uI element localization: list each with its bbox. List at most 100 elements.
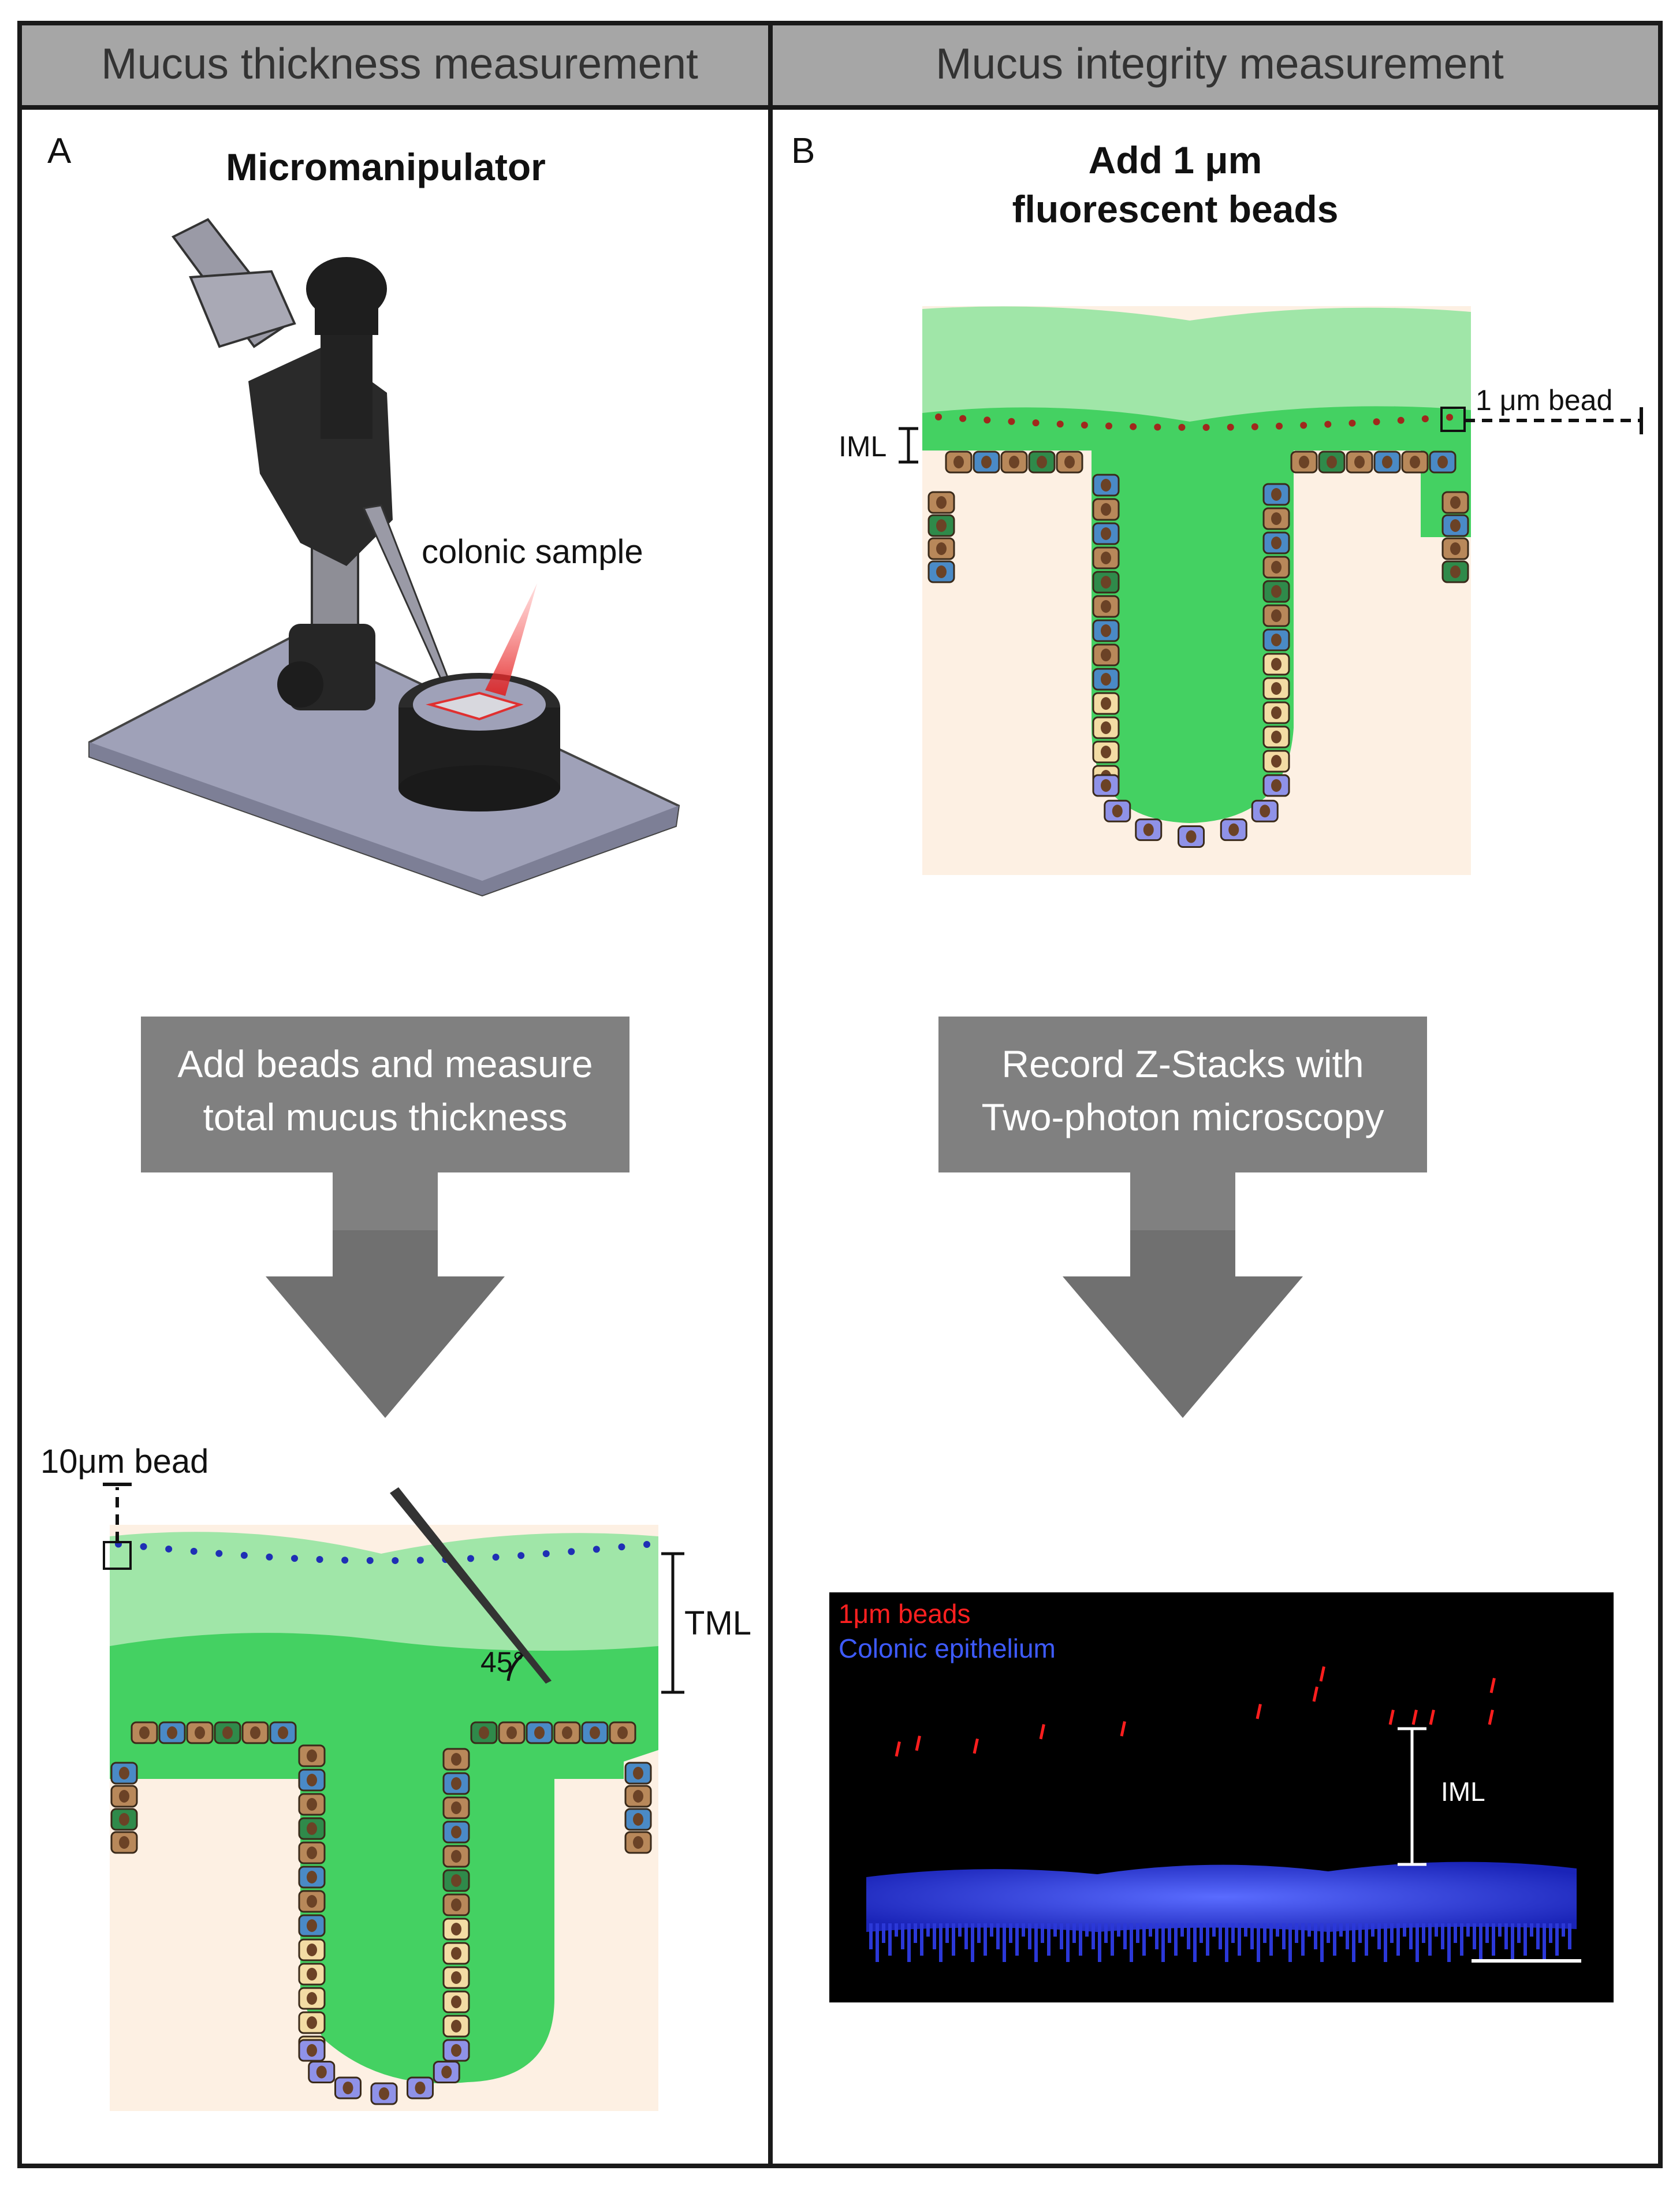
arrow-b-line1: Record Z-Stacks with bbox=[1001, 1043, 1364, 1085]
angle-label: 45° bbox=[480, 1646, 524, 1678]
cell-nucleus bbox=[1437, 456, 1448, 468]
cell-nucleus bbox=[1101, 673, 1111, 686]
epithelium-villus bbox=[1257, 1923, 1260, 1962]
epithelium-villus bbox=[1549, 1923, 1552, 1943]
epithelium-villus bbox=[1219, 1923, 1222, 1949]
bead-dot-red bbox=[1203, 424, 1210, 431]
tml-bracket bbox=[661, 1554, 684, 1692]
epithelium-villus bbox=[1180, 1923, 1184, 1937]
bead-dot-red bbox=[1276, 423, 1283, 430]
panel-b-title-line2: fluorescent beads bbox=[1012, 188, 1339, 230]
arrow-a-line2: total mucus thickness bbox=[203, 1096, 568, 1138]
bead-dot-blue bbox=[593, 1546, 600, 1553]
colonic-sample-label: colonic sample bbox=[422, 533, 643, 571]
epithelium-villus bbox=[1022, 1923, 1025, 1937]
epithelium-villus bbox=[1136, 1923, 1139, 1943]
epithelium-villus bbox=[1250, 1923, 1254, 1949]
cell-nucleus bbox=[451, 1996, 461, 2008]
epithelium-surface bbox=[866, 1862, 1577, 1932]
epithelium-villus bbox=[1308, 1923, 1311, 1937]
bead-dot-red bbox=[1324, 421, 1331, 428]
cell-nucleus bbox=[1101, 552, 1111, 564]
epithelium-villus bbox=[1034, 1923, 1038, 1962]
epithelium-villus bbox=[869, 1923, 873, 1949]
arrow-a-line1: Add beads and measure bbox=[177, 1043, 593, 1085]
epithelium-villus bbox=[1206, 1923, 1209, 1956]
cell-nucleus bbox=[1410, 456, 1420, 468]
epithelium-villus bbox=[1498, 1923, 1502, 1937]
cell-nucleus bbox=[307, 1895, 317, 1908]
epithelium-villus bbox=[1422, 1923, 1425, 1943]
bead-dot-red bbox=[1154, 424, 1161, 431]
cell-nucleus bbox=[633, 1836, 643, 1849]
cell-nucleus bbox=[307, 1919, 317, 1932]
cell-nucleus bbox=[1271, 609, 1282, 622]
epithelium-villus bbox=[1009, 1923, 1012, 1943]
cell-nucleus bbox=[1143, 824, 1154, 836]
cell-nucleus bbox=[1101, 527, 1111, 540]
epithelium-villus bbox=[1060, 1923, 1063, 1949]
cell-nucleus bbox=[451, 1923, 461, 1935]
epithelium-villus bbox=[958, 1923, 962, 1937]
bead-dot-blue bbox=[643, 1541, 650, 1548]
cell-nucleus bbox=[307, 1968, 317, 1980]
cell-nucleus bbox=[1450, 519, 1461, 532]
epithelium-villus bbox=[1435, 1923, 1438, 1937]
epithelium-villus bbox=[1523, 1923, 1527, 1956]
epithelium-villus bbox=[996, 1923, 1000, 1949]
bead-dot-blue bbox=[316, 1556, 323, 1563]
cell-nucleus bbox=[1271, 585, 1282, 598]
cell-nucleus bbox=[1009, 456, 1019, 468]
epithelium-villus bbox=[971, 1923, 974, 1962]
epithelium-villus bbox=[1130, 1923, 1133, 1962]
epithelium-villus bbox=[1511, 1923, 1514, 1962]
cell-nucleus bbox=[936, 496, 947, 509]
bead-label-a: 10μm bead bbox=[40, 1443, 208, 1480]
epithelium-villus bbox=[907, 1923, 911, 1962]
cell-nucleus bbox=[1101, 697, 1111, 710]
bead-dot-blue bbox=[165, 1546, 172, 1553]
epithelium-villus bbox=[1212, 1923, 1216, 1937]
epithelium-villus bbox=[1200, 1923, 1203, 1943]
epithelium-villus bbox=[1517, 1923, 1521, 1943]
epithelium-villus bbox=[1339, 1923, 1343, 1937]
cell-nucleus bbox=[250, 1726, 260, 1739]
epithelium-villus bbox=[1104, 1923, 1108, 1943]
cell-nucleus bbox=[1271, 488, 1282, 501]
epithelium-villus bbox=[1377, 1923, 1381, 1949]
epithelium-villus bbox=[1358, 1923, 1362, 1943]
bead-dot-red bbox=[1130, 423, 1137, 430]
epithelium-villus bbox=[888, 1923, 892, 1956]
epithelium-villus bbox=[1168, 1923, 1171, 1943]
iml-bracket-b bbox=[899, 429, 918, 462]
panel-a-letter: A bbox=[47, 131, 72, 171]
cell-nucleus bbox=[1450, 496, 1461, 509]
epithelium-villus bbox=[1409, 1923, 1413, 1949]
cell-nucleus bbox=[307, 1992, 317, 2005]
bead-dot-red bbox=[1105, 423, 1112, 430]
epithelium-villus bbox=[1288, 1923, 1292, 1962]
epithelium-villus bbox=[977, 1923, 981, 1943]
epithelium-villus bbox=[1003, 1923, 1006, 1962]
bead-dot-red bbox=[959, 415, 966, 422]
epithelium-villus bbox=[1473, 1923, 1476, 1949]
epithelium-villus bbox=[1117, 1923, 1120, 1937]
bead-dot-blue bbox=[367, 1557, 374, 1564]
panel-b-letter: B bbox=[791, 131, 815, 171]
bead-dot-red bbox=[1033, 419, 1040, 426]
micro-legend-red: 1μm beads bbox=[839, 1599, 971, 1629]
cell-nucleus bbox=[1101, 779, 1111, 792]
epithelium-villus bbox=[945, 1923, 949, 1943]
cell-nucleus bbox=[1260, 805, 1270, 817]
bead-dot-red bbox=[1300, 422, 1307, 429]
cell-nucleus bbox=[119, 1767, 129, 1780]
epithelium-villus bbox=[1225, 1923, 1228, 1962]
epithelium-villus bbox=[952, 1923, 955, 1956]
cell-nucleus bbox=[1112, 805, 1123, 817]
epithelium-villus bbox=[1466, 1923, 1470, 1937]
epithelium-villus bbox=[1238, 1923, 1241, 1956]
bead-dot-blue bbox=[191, 1548, 198, 1555]
epithelium-villus bbox=[1231, 1923, 1235, 1943]
cell-nucleus bbox=[1271, 658, 1282, 671]
epithelium-villus bbox=[1485, 1923, 1489, 1943]
